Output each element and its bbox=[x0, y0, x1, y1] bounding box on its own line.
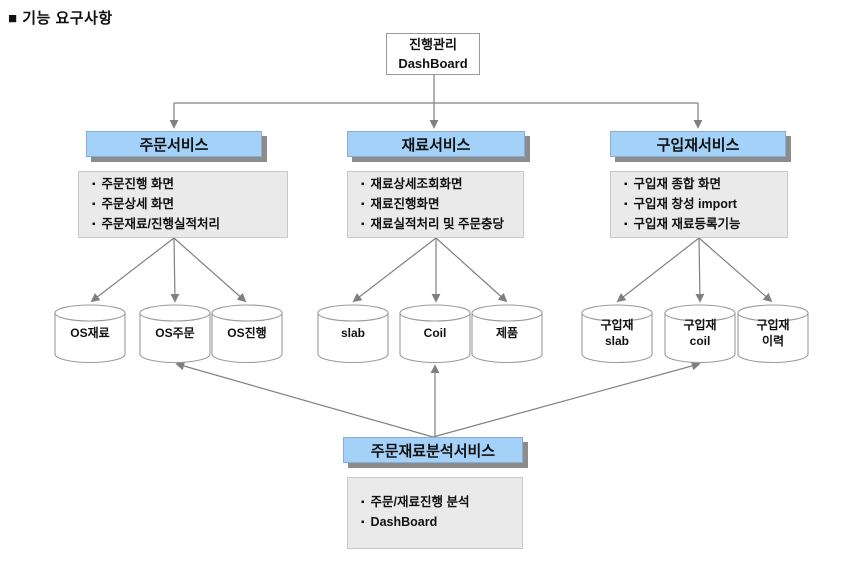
db-cylinders bbox=[54, 304, 809, 364]
feature-panel-analysis: 주문/재료진행 분석 DashBoard bbox=[347, 477, 523, 549]
db-cylinder-os-material bbox=[54, 304, 126, 364]
db-cylinder-purchased-history bbox=[737, 304, 809, 364]
feature-item: 구입재 재료등록기능 bbox=[624, 215, 783, 235]
service3-db-connectors bbox=[616, 237, 773, 303]
feature-panel-material: 재료상세조회화면 재료진행화면 재료실적처리 및 주문충당 bbox=[347, 171, 524, 238]
feature-panel-order: 주문진행 화면 주문상세 화면 주문재료/진행실적처리 bbox=[78, 171, 288, 238]
db-label-purchased-slab: 구입재 slab bbox=[600, 317, 634, 348]
feature-item: 재료진행화면 bbox=[361, 195, 519, 215]
feature-item: 주문진행 화면 bbox=[92, 175, 283, 195]
service1-db-connectors bbox=[90, 237, 247, 303]
db-cylinder-os-order bbox=[139, 304, 211, 364]
feature-item: 구입재 창성 import bbox=[624, 195, 783, 215]
analysis-db-connectors bbox=[175, 361, 701, 438]
service-header-analysis: 주문재료분석서비스 bbox=[343, 437, 523, 463]
db-cylinder-purchased-coil bbox=[664, 304, 736, 364]
service-header-material: 재료서비스 bbox=[347, 131, 525, 157]
db-label-purchased-history: 구입재 이력 bbox=[756, 317, 790, 348]
service-header-purchased: 구입재서비스 bbox=[610, 131, 786, 157]
db-label-os-progress: OS진행 bbox=[227, 325, 267, 340]
db-cylinder-coil bbox=[399, 304, 471, 364]
db-label-os-material: OS재료 bbox=[70, 325, 110, 340]
feature-item: 주문재료/진행실적처리 bbox=[92, 215, 283, 235]
service-header-order: 주문서비스 bbox=[86, 131, 262, 157]
feature-item: 주문/재료진행 분석 bbox=[361, 493, 518, 513]
feature-item: 재료실적처리 및 주문충당 bbox=[361, 215, 519, 235]
db-label-os-order: OS주문 bbox=[155, 325, 195, 340]
feature-item: 주문상세 화면 bbox=[92, 195, 283, 215]
db-label-purchased-coil: 구입재 coil bbox=[683, 317, 717, 348]
db-cylinder-product bbox=[471, 304, 543, 364]
page-title: ■ 기능 요구사항 bbox=[8, 10, 113, 27]
root-tree-connectors bbox=[169, 75, 703, 129]
db-label-product: 제품 bbox=[495, 325, 519, 340]
root-node-line1: 진행관리 bbox=[409, 36, 457, 52]
feature-item: DashBoard bbox=[361, 513, 518, 533]
feature-panel-purchased: 구입재 종합 화면 구입재 창성 import 구입재 재료등록기능 bbox=[610, 171, 788, 238]
service2-db-connectors bbox=[352, 237, 508, 303]
db-cylinder-os-progress bbox=[211, 304, 283, 364]
root-node-dashboard: 진행관리 DashBoard bbox=[386, 33, 480, 75]
feature-item: 구입재 종합 화면 bbox=[624, 175, 783, 195]
db-cylinder-slab bbox=[317, 304, 389, 364]
db-cylinder-purchased-slab bbox=[581, 304, 653, 364]
db-label-slab: slab bbox=[340, 325, 365, 340]
db-label-coil: Coil bbox=[423, 325, 447, 340]
root-node-line2: DashBoard bbox=[398, 56, 468, 71]
feature-item: 재료상세조회화면 bbox=[361, 175, 519, 195]
